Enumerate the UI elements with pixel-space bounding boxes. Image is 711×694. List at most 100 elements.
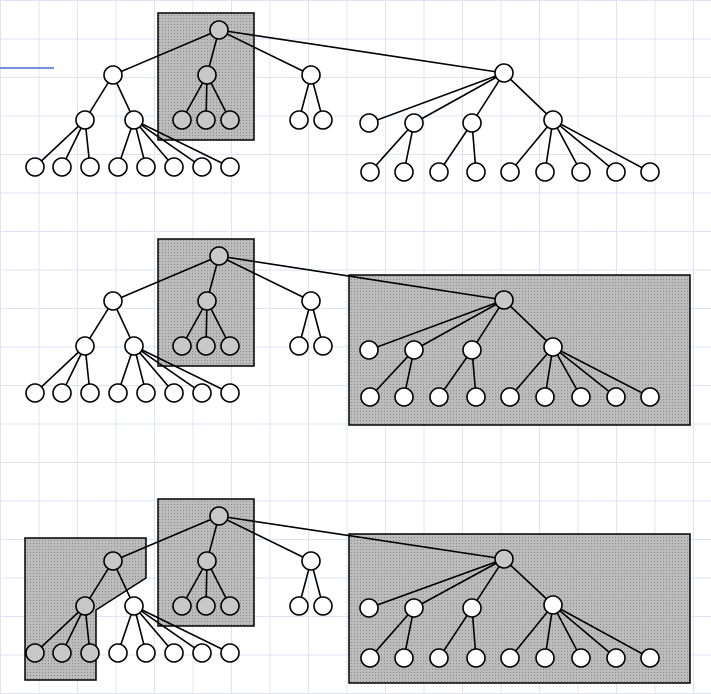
tree-edge — [218, 515, 312, 562]
tree-edge — [133, 119, 203, 168]
tree-node — [360, 162, 380, 182]
tree-node — [543, 595, 563, 615]
tree-node — [172, 110, 192, 130]
tree-node — [124, 336, 144, 356]
tree-node — [301, 551, 321, 571]
tree-node — [192, 643, 212, 663]
tree-node — [313, 110, 333, 130]
tree-edge — [369, 122, 415, 173]
tree-node — [164, 383, 184, 403]
tree-node — [404, 598, 424, 618]
tree-node — [289, 596, 309, 616]
tree-nodes — [25, 20, 660, 668]
tree-edge — [112, 515, 220, 562]
tree-edge — [552, 119, 582, 173]
tree-node — [394, 162, 414, 182]
tree-node — [640, 162, 660, 182]
tree-node — [640, 648, 660, 668]
tree-edge — [413, 558, 505, 609]
tree-node — [394, 648, 414, 668]
tree-edge — [34, 119, 86, 168]
tree-node — [196, 110, 216, 130]
tree-node — [209, 506, 229, 526]
tree-edge — [509, 119, 554, 173]
tree-edge — [133, 345, 203, 394]
tree-node — [52, 383, 72, 403]
tree-edge — [413, 299, 505, 351]
tree-node — [25, 643, 45, 663]
tree-node — [462, 598, 482, 618]
tree-node — [52, 157, 72, 177]
tree-node — [462, 113, 482, 133]
tree-node — [124, 596, 144, 616]
tree-node — [301, 65, 321, 85]
tree-edge — [552, 604, 617, 659]
tree-node — [52, 643, 72, 663]
tree-node — [196, 336, 216, 356]
tree-node — [172, 596, 192, 616]
tree-node — [80, 157, 100, 177]
tree-node — [429, 387, 449, 407]
tree-edge — [133, 605, 203, 654]
tree-node — [108, 157, 128, 177]
tree-node — [360, 387, 380, 407]
tree-edge — [509, 604, 554, 659]
tree-node — [535, 648, 555, 668]
tree-edge — [471, 72, 505, 124]
tree-edge — [368, 299, 505, 351]
tree-node — [75, 110, 95, 130]
tree-node — [75, 596, 95, 616]
tree-edge — [369, 607, 415, 659]
tree-node — [535, 387, 555, 407]
tree-node — [124, 110, 144, 130]
tree-edge — [503, 558, 554, 606]
tree-edge — [368, 558, 505, 609]
tree-node — [103, 291, 123, 311]
tree-node — [164, 643, 184, 663]
tree-node — [164, 157, 184, 177]
tree-edge — [112, 29, 220, 76]
tree-edge — [133, 345, 231, 394]
tree-edge — [552, 604, 582, 659]
tree-edge — [34, 605, 86, 654]
tree-edge — [218, 255, 505, 301]
tree-node — [209, 246, 229, 266]
tree-node — [359, 113, 379, 133]
tree-node — [192, 157, 212, 177]
tree-node — [543, 337, 563, 357]
tree-node — [313, 336, 333, 356]
tree-node — [359, 340, 379, 360]
tree-node — [494, 290, 514, 310]
tree-edge — [218, 29, 312, 76]
tree-edge — [133, 605, 175, 654]
tree-node — [220, 596, 240, 616]
tree-edge — [503, 299, 554, 348]
tree-edge — [438, 122, 473, 173]
tree-node — [535, 162, 555, 182]
tree-edge — [133, 119, 175, 168]
tree-node — [359, 598, 379, 618]
tree-node — [404, 113, 424, 133]
tree-node — [25, 157, 45, 177]
tree-node — [500, 648, 520, 668]
tree-edge — [413, 72, 505, 124]
tree-node — [289, 336, 309, 356]
tree-node — [466, 648, 486, 668]
tree-node — [571, 162, 591, 182]
tree-node — [108, 643, 128, 663]
tree-node — [494, 63, 514, 83]
tree-node — [220, 383, 240, 403]
tree-node — [606, 387, 626, 407]
tree-node — [220, 336, 240, 356]
tree-node — [543, 110, 563, 130]
tree-edge — [368, 72, 505, 124]
tree-node — [500, 162, 520, 182]
tree-node — [301, 291, 321, 311]
tree-node — [394, 387, 414, 407]
tree-node — [108, 383, 128, 403]
tree-node — [313, 596, 333, 616]
tree-edge — [471, 299, 505, 351]
tree-node — [136, 643, 156, 663]
tree-node — [606, 648, 626, 668]
tree-node — [494, 549, 514, 569]
